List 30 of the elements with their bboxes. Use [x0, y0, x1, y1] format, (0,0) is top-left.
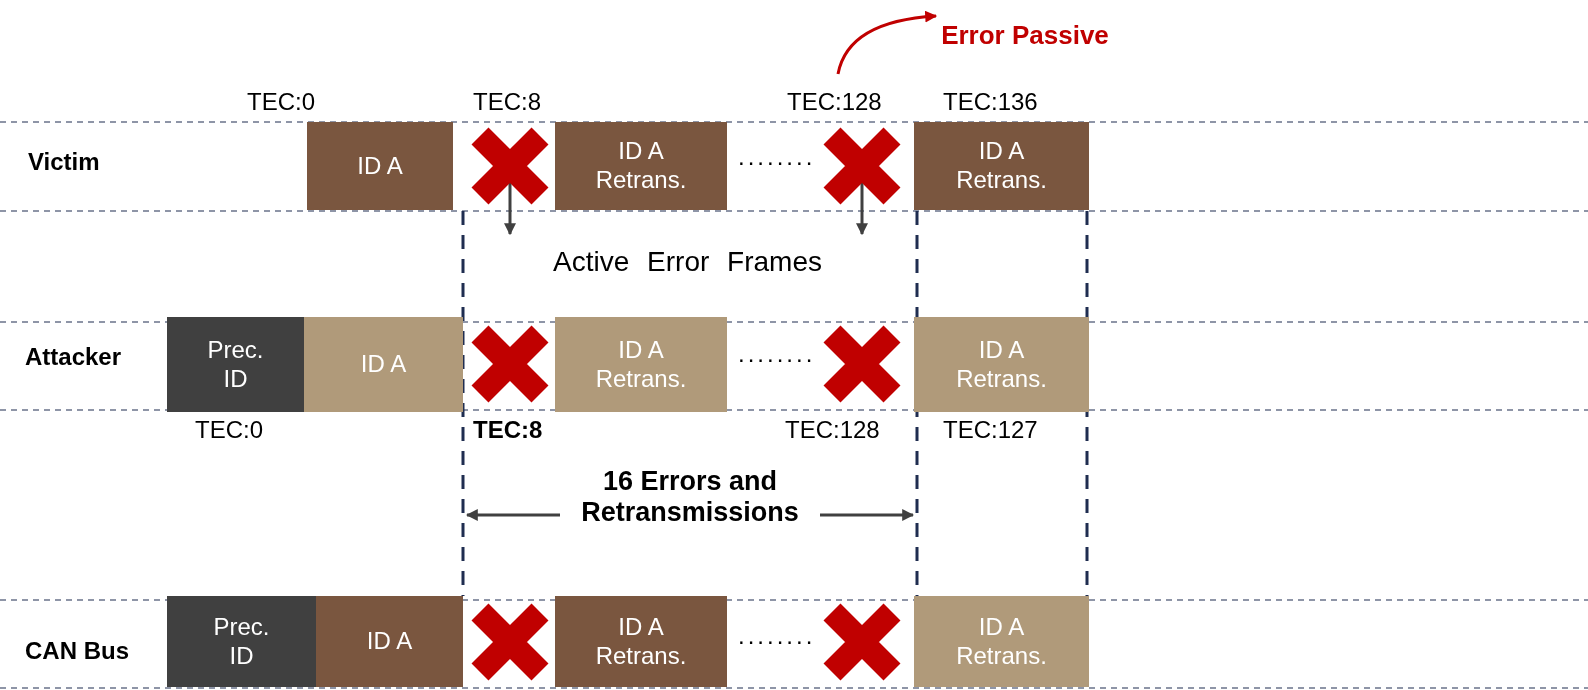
frame-box: ID A: [316, 596, 463, 687]
frame-box: Prec. ID: [167, 596, 316, 687]
frame-box: ID A Retrans.: [914, 317, 1089, 412]
counter-label: TEC:128: [785, 416, 880, 444]
frame-box: ID A Retrans.: [555, 596, 727, 687]
frame-box: ID A: [304, 317, 463, 412]
lane-label: CAN Bus: [25, 637, 129, 665]
frame-box: Prec. ID: [167, 317, 304, 412]
counter-label: TEC:127: [943, 416, 1038, 444]
curved-arrow: [836, 10, 938, 75]
ellipsis-text: ........: [738, 143, 816, 171]
counter-label: TEC:136: [943, 88, 1038, 116]
arrow: [504, 182, 516, 236]
counter-label: TEC:0: [247, 88, 315, 116]
ellipsis-text: ........: [738, 622, 816, 650]
frame-box: ID A Retrans.: [914, 122, 1089, 210]
ellipsis-text: ........: [738, 340, 816, 368]
lane-label: Attacker: [25, 343, 122, 371]
counter-label: TEC:8: [473, 88, 541, 116]
counter-label: TEC:0: [195, 416, 263, 444]
status-label: Error Passive: [940, 2, 1110, 70]
arrow: [856, 182, 868, 236]
frame-box: ID A Retrans.: [914, 596, 1089, 687]
lane-label: Victim: [28, 148, 100, 176]
frame-box: ID A Retrans.: [555, 122, 727, 210]
frame-box: ID A Retrans.: [555, 317, 727, 412]
counter-label: TEC:128: [787, 88, 882, 116]
annotation-text: Active Error Frames: [515, 240, 860, 284]
counter-label: TEC:8: [473, 416, 543, 444]
frame-box: ID A: [307, 122, 453, 210]
